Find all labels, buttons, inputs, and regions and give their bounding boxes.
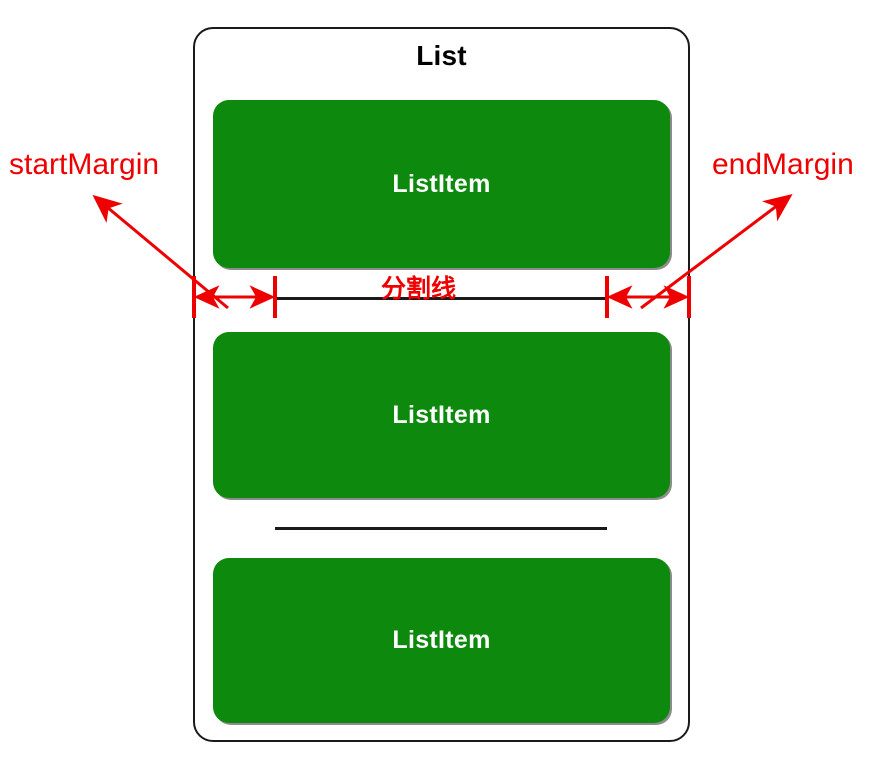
end-margin-label: endMargin: [712, 148, 854, 181]
divider-line-1: [275, 297, 607, 300]
page-title: List: [416, 40, 467, 71]
end-margin-leader-line: [640, 194, 793, 310]
list-item-label: ListItem: [392, 626, 491, 654]
divider-line-2: [275, 527, 607, 530]
start-margin-leader-line: [92, 194, 229, 310]
list-item[interactable]: ListItem: [213, 558, 670, 723]
start-margin-label: startMargin: [9, 148, 160, 181]
list-item[interactable]: ListItem: [213, 100, 670, 268]
divider-label: 分割线: [381, 275, 457, 303]
list-item-label: ListItem: [392, 400, 491, 429]
list-item[interactable]: ListItem: [213, 332, 670, 498]
list-item-label: ListItem: [392, 169, 491, 198]
